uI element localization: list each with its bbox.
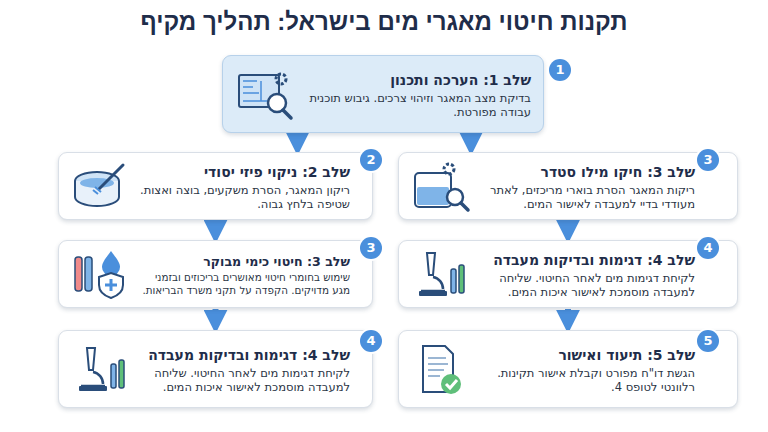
step-heading: שלב 4: דגימות ובדיקות מעבדה bbox=[139, 347, 350, 364]
microscope-icon bbox=[409, 247, 473, 303]
blueprint-icon bbox=[233, 67, 297, 123]
callout-number: 1 bbox=[549, 59, 571, 81]
process-box: שלב 3: חיקו מילו סטדר ריקות המאגר הסרת בו… bbox=[398, 152, 738, 220]
flow-arrow bbox=[565, 309, 571, 323]
callout-number: 2 bbox=[360, 149, 382, 171]
flow-arrow bbox=[565, 221, 571, 233]
callout-number: 5 bbox=[697, 330, 719, 352]
text-block: שלב 4: דגימות ובדיקות מעבדה לקיחת דגימות … bbox=[479, 252, 695, 299]
process-box: שלב 5: תיעוד ואישור הגשת דו"ח מפורט וקבלת… bbox=[398, 330, 738, 408]
text-block: שלב 4: דגימות ובדיקות מעבדה לקיחת דגימות … bbox=[139, 347, 350, 394]
step-body: שימוש בחומרי חיטוי מאושרים בריכוזים ובזמ… bbox=[139, 271, 350, 296]
process-box: שלב 1: הערכה ותכנון בדיקת מצב המאגר וזיהו… bbox=[222, 55, 544, 133]
callout-number: 4 bbox=[697, 237, 719, 259]
step-body: ריקון המאגר, הסרת משקעים, בוצה ואצות. שט… bbox=[139, 183, 350, 211]
text-block: שלב 3: חיקו מילו סטדר ריקות המאגר הסרת בו… bbox=[479, 164, 695, 211]
process-box: שלב 2: ניקוי פיזי יסודי ריקון המאגר, הסרת… bbox=[58, 152, 373, 220]
step-heading: שלב 3: חיטוי כימי מבוקר bbox=[139, 254, 350, 269]
process-box: שלב 3: חיטוי כימי מבוקר שימוש בחומרי חיטו… bbox=[58, 240, 373, 308]
step-heading: שלב 5: תיעוד ואישור bbox=[479, 347, 695, 364]
step-heading: שלב 1: הערכה ותכנון bbox=[303, 72, 531, 89]
text-block: שלב 3: חיטוי כימי מבוקר שימוש בחומרי חיטו… bbox=[139, 254, 350, 296]
process-box: שלב 4: דגימות ובדיקות מעבדה לקיחת דגימות … bbox=[58, 330, 373, 408]
step-heading: שלב 2: ניקוי פיזי יסודי bbox=[139, 164, 350, 181]
step-body: הגשת דו"ח מפורט וקבלת אישור תקינות. רלוו… bbox=[479, 366, 695, 394]
text-block: שלב 5: תיעוד ואישור הגשת דו"ח מפורט וקבלת… bbox=[479, 347, 695, 394]
tank-icon bbox=[409, 159, 473, 215]
step-body: בדיקת מצב המאגר וזיהוי צרכים. גיבוש תוכנ… bbox=[303, 91, 531, 119]
flow-arrow bbox=[468, 134, 474, 145]
text-block: שלב 2: ניקוי פיזי יסודי ריקון המאגר, הסרת… bbox=[139, 164, 350, 211]
chemical-icon bbox=[69, 247, 133, 303]
step-heading: שלב 4: דגימות ובדיקות מעבדה bbox=[479, 252, 695, 269]
diagram-title: תקנות חיטוי מאגרי מים בישראל: תהליך מקיף bbox=[10, 8, 758, 36]
step-heading: שלב 3: חיקו מילו סטדר bbox=[479, 164, 695, 181]
callout-number: 3 bbox=[697, 149, 719, 171]
flow-arrow bbox=[213, 221, 219, 233]
flow-arrow bbox=[295, 134, 301, 145]
microscope-icon bbox=[69, 342, 133, 398]
step-body: לקיחת דגימות מים לאחר החיטוי. שליחה למעב… bbox=[139, 366, 350, 394]
process-box: שלב 4: דגימות ובדיקות מעבדה לקיחת דגימות … bbox=[398, 240, 738, 308]
callout-number: 3 bbox=[360, 237, 382, 259]
pool-brush-icon bbox=[69, 159, 133, 215]
step-body: ריקות המאגר הסרת בוארי מריכזים, לאתר מעו… bbox=[479, 183, 695, 211]
step-body: לקיחת דגימות מים לאחר החיטוי. שליחה למעב… bbox=[479, 271, 695, 299]
flow-arrow bbox=[213, 309, 219, 323]
document-icon bbox=[409, 342, 473, 398]
text-block: שלב 1: הערכה ותכנון בדיקת מצב המאגר וזיהו… bbox=[303, 72, 531, 119]
callout-number: 4 bbox=[360, 330, 382, 352]
